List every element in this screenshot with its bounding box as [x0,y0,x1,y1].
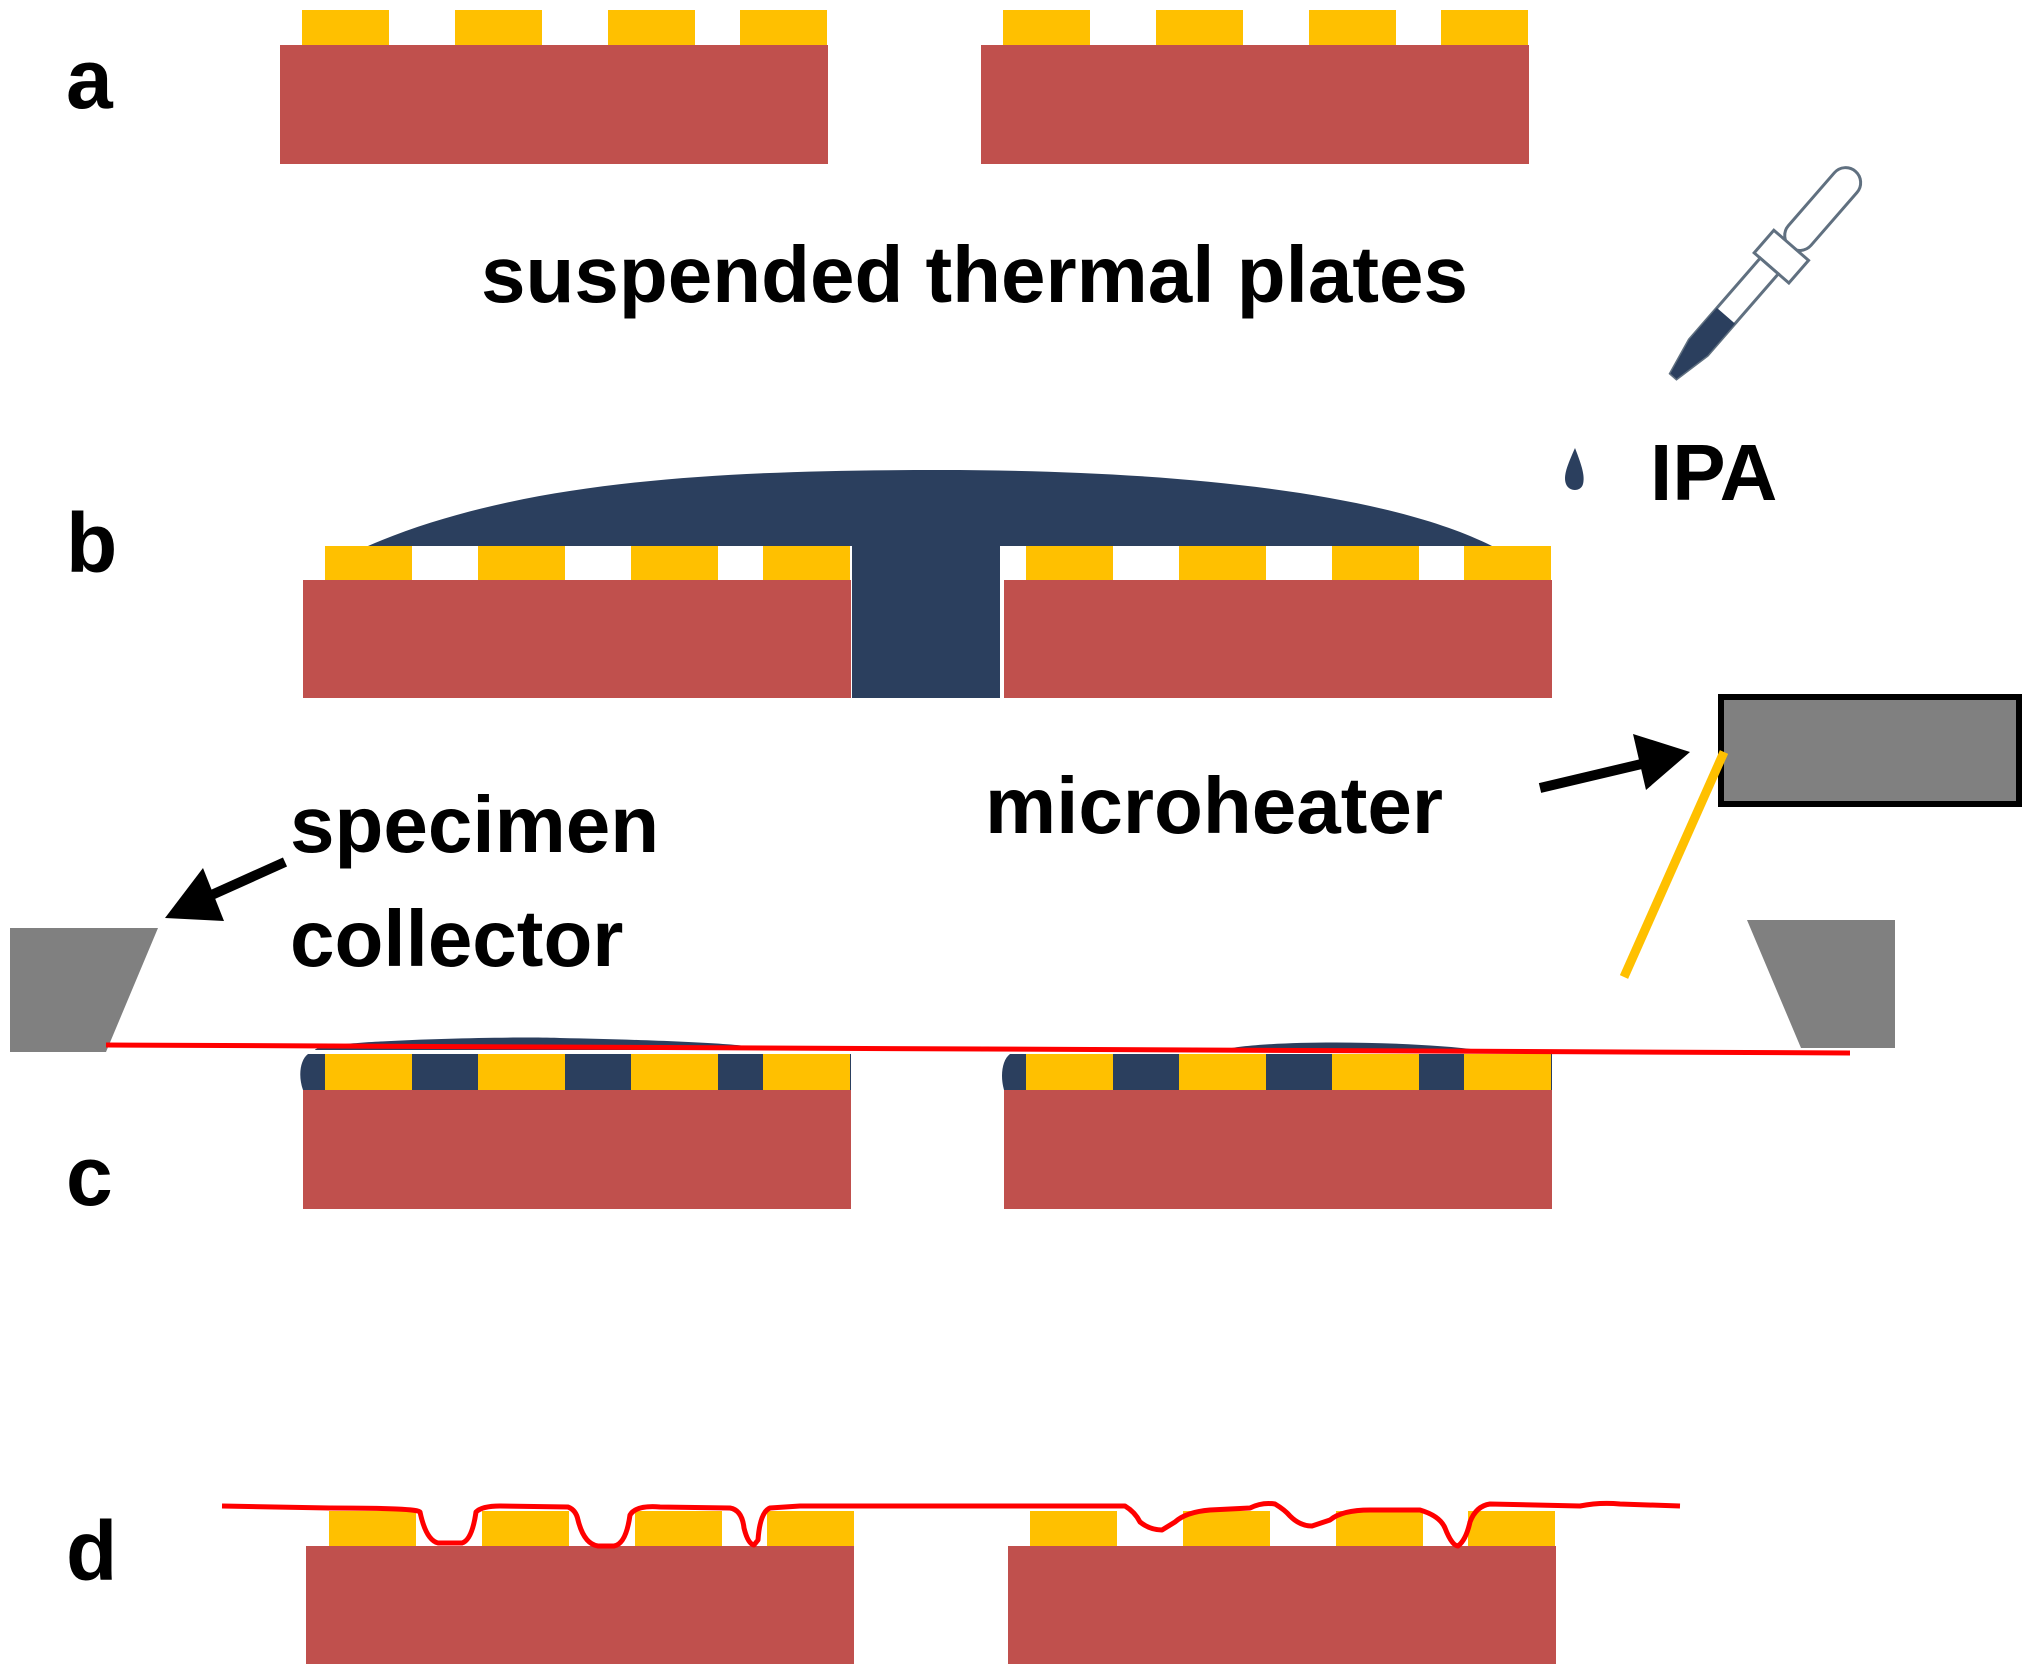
microheater-label: microheater [985,761,1443,850]
microheater: microheater [985,694,2022,979]
electrode [1468,1511,1555,1546]
specimen-label-line1: specimen [290,780,659,869]
panel-c: c [66,1037,1851,1223]
electrode [302,10,389,45]
substrate-left [280,45,828,164]
electrode [631,546,718,580]
electrode [478,1054,565,1090]
electrode [1156,10,1243,45]
electrode [1026,546,1113,580]
electrode [1179,546,1266,580]
electrode [635,1511,722,1546]
ipa-drop-icon [1565,448,1584,490]
electrode [325,546,412,580]
electrode [1464,546,1551,580]
specimen-collector: specimen collector [10,780,1895,1052]
electrode [740,10,827,45]
electrode [763,1054,850,1090]
electrode [1464,1054,1551,1090]
holder-right [1747,920,1895,1048]
substrate-left [303,580,851,698]
panel-c-label: c [66,1129,113,1223]
specimen-film [105,1042,1851,1056]
holder-left [10,928,158,1052]
electrode [767,1511,854,1546]
substrate-right [1004,1090,1552,1209]
pipette-icon [1668,166,1863,381]
electrode [478,546,565,580]
electrode [455,10,542,45]
electrode [1336,1511,1423,1546]
electrode [1332,1054,1419,1090]
electrode [1183,1511,1270,1546]
electrode [1309,10,1396,45]
electrode [631,1054,718,1090]
arrow-icon [165,857,288,921]
panel-b: b [66,470,1552,698]
panel-a: a suspended thermal plates [66,10,1529,319]
suspended-plates-label: suspended thermal plates [481,230,1468,319]
electrode [763,546,850,580]
microheater-block [1718,694,2022,807]
substrate-left [303,1090,851,1209]
electrode [1026,1054,1113,1090]
substrate-left [306,1546,854,1664]
panel-b-label: b [66,496,117,590]
specimen-film-conformal [221,1500,1681,1549]
electrode [1441,10,1528,45]
microheater-wire [1619,750,1729,979]
electrode [1030,1511,1117,1546]
panel-d-label: d [66,1504,117,1598]
specimen-label-line2: collector [290,894,623,983]
substrate-right [981,45,1529,164]
electrode [325,1054,412,1090]
substrate-right [1008,1546,1556,1664]
ipa-droplet [368,470,1492,698]
arrow-icon [1538,734,1690,793]
electrode [329,1511,416,1546]
electrode [1332,546,1419,580]
ipa-label: IPA [1650,428,1777,517]
electrode [482,1511,569,1546]
panel-d: d [66,1500,1681,1664]
electrode [1003,10,1090,45]
substrate-right [1004,580,1552,698]
electrode [1179,1054,1266,1090]
panel-a-label: a [66,32,114,126]
electrode [608,10,695,45]
